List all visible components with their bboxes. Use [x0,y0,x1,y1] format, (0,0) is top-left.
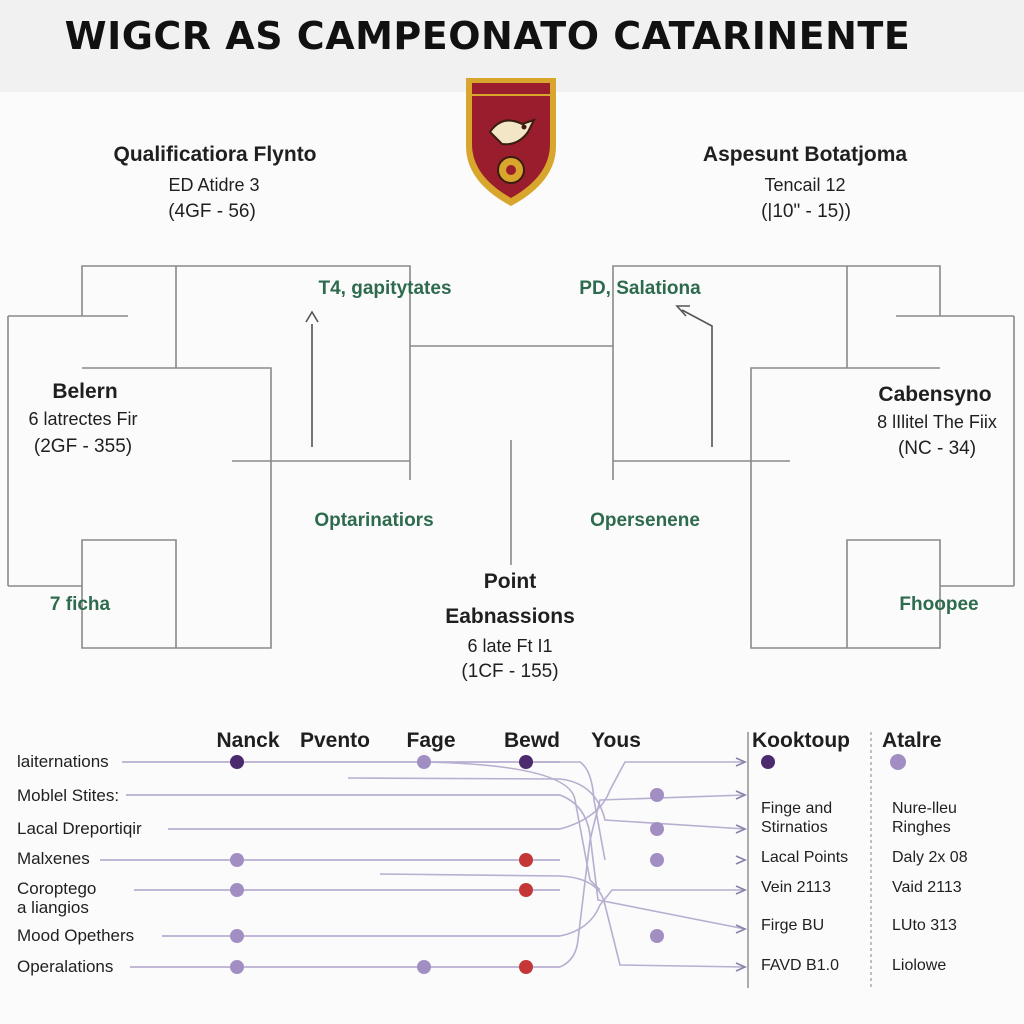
matrix-right-value: Nure-lleu [892,800,957,817]
matrix-arrowhead [735,757,747,767]
matrix-row-label: Lacal Dreportiqir [17,819,142,838]
matrix-arrowhead [735,790,747,800]
matrix-dot [519,883,533,897]
matrix-row-label: Moblel Stites: [17,786,120,805]
matrix-connector-line [559,794,746,968]
matrix-right-value: Finge and [761,800,833,817]
matrix-column-header: Yous [591,729,641,752]
matrix-dot [417,960,431,974]
matrix-dot [650,929,664,943]
matrix-dot [230,853,244,867]
green-label-upper-left: T4, gapitytates [318,278,452,299]
matrix-right-value: Daly 2x 08 [892,849,968,866]
center-team-line: 6 late Ft I1 [467,636,553,656]
legend-dot-kooktoup [761,755,775,769]
matrix-row-label: laiternations [17,752,109,771]
page-title: WIGCR AS CAMPEONATO CATARINENTE [64,14,911,58]
legend-dot-atalre [890,754,906,770]
team-crest-icon [466,78,556,206]
matrix-right-value: Liolowe [892,957,947,974]
matrix-arrowhead [735,924,747,934]
matrix-column-header: Bewd [503,729,561,752]
matrix-dot [519,755,533,769]
title-bar [0,0,1024,92]
green-label-mid-right: Opersenene [590,510,700,531]
center-label: Point [483,570,537,593]
green-label-low-right: Fhoopee [899,594,979,615]
matrix-row-label: Malxenes [17,849,90,868]
matrix-right-value: Vein 2113 [761,879,831,896]
matrix-dot [230,929,244,943]
left-team-line: 6 latrectes Fir [28,409,138,429]
top-left-team-score: (4GF - 56) [168,201,256,222]
matrix-dot [650,822,664,836]
matrix-right-value: LUto 313 [892,917,957,934]
top-right-team-score: (|10" - 15)) [761,201,851,222]
matrix-right-value: Stirnatios [761,819,828,836]
diagram-panel [0,92,1024,1024]
matrix-row-label-line-2: a liangios [17,898,89,917]
matrix-connector-line [559,889,745,937]
matrix-dot [230,755,244,769]
matrix-right-column-header: Kooktoup [752,729,850,752]
left-team-name: Belern [52,380,118,403]
top-left-team-line: ED Atidre 3 [168,175,260,195]
right-team-name: Cabensyno [878,383,992,406]
green-label-upper-right: PD, Salationa [579,278,701,299]
matrix-column-header: Nanck [216,729,280,752]
matrix-dot [519,853,533,867]
top-right-team-line: Tencail 12 [764,175,846,195]
top-left-team-name: Qualificatiora Flynto [113,143,317,166]
left-team-score: (2GF - 355) [33,436,133,457]
center-team-score: (1CF - 155) [461,661,559,682]
matrix-row-label: Mood Opethers [17,926,135,945]
matrix-right-value: Ringhes [892,819,951,836]
matrix-right-value: Firge BU [761,917,825,934]
green-label-low-left: 7 ficha [49,594,111,615]
matrix-dot [519,960,533,974]
matrix-right-value: FAVD B1.0 [761,957,839,974]
matrix-row-label: Coroptego [17,879,97,898]
matrix-right-value: Lacal Points [761,849,849,866]
matrix-arrowhead [735,824,747,834]
right-team-score: (NC - 34) [897,438,977,459]
top-right-team-name: Aspesunt Botatjoma [702,143,908,166]
matrix-connector-line [525,761,606,861]
matrix-arrowhead [735,855,747,865]
matrix-right-column-header: Atalre [882,729,942,752]
matrix-dot [230,960,244,974]
matrix-dot [650,788,664,802]
matrix-connector-line [347,777,746,830]
matrix-row-label: Operalations [17,957,114,976]
right-team-line: 8 lIlitel The Fiix [877,412,997,432]
matrix-dot [650,853,664,867]
matrix-connector-line [379,873,746,968]
green-label-mid-left: Optarinatiors [314,510,434,531]
matrix-arrowhead [735,962,747,972]
matrix-column-header: Fage [406,729,456,752]
matrix-column-header: Pvento [299,729,371,752]
matrix-dot [417,755,431,769]
matrix-connector-line [423,761,601,891]
matrix-right-value: Vaid 2113 [892,879,962,896]
center-team-name: Eabnassions [445,605,575,628]
matrix-dot [230,883,244,897]
matrix-arrowhead [735,885,747,895]
matrix-connector-line [559,794,746,930]
